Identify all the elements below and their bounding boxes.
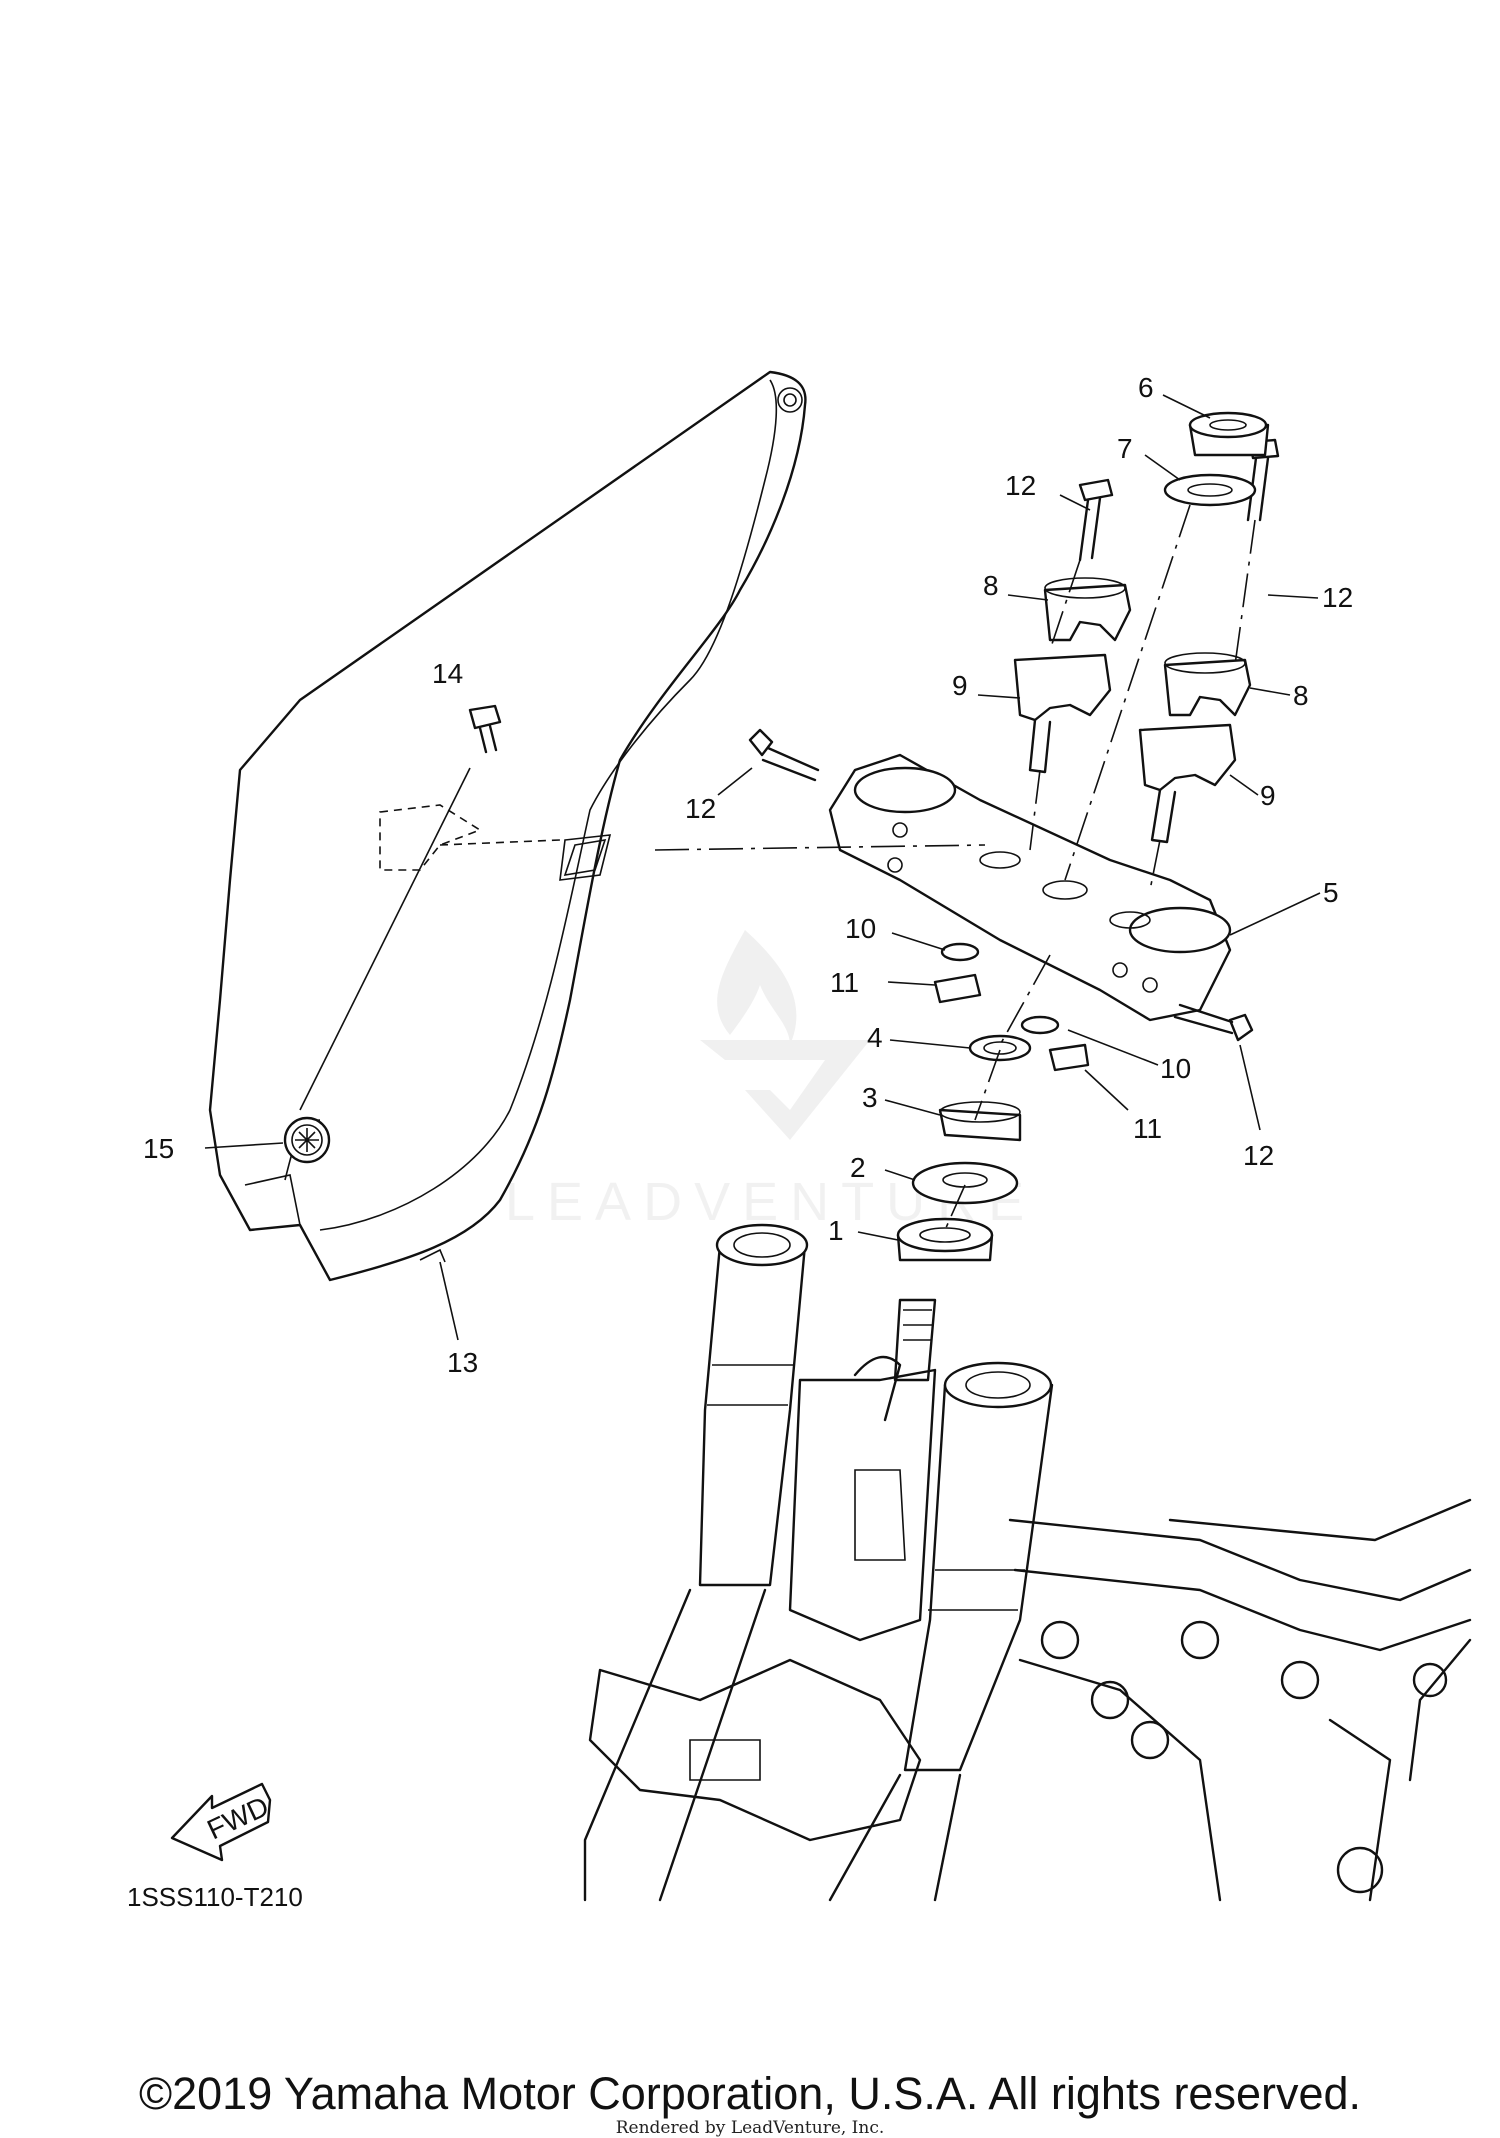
callout-11-left: 11 [830, 967, 859, 998]
callout-12-right: 12 [1322, 582, 1353, 613]
frame-and-forks [583, 1223, 1472, 1902]
washer-7 [1163, 473, 1257, 507]
washer-10-left [940, 942, 980, 962]
bolt-12-left [748, 728, 820, 782]
bearing-cover-2 [911, 1161, 1019, 1205]
callout-7: 7 [1117, 433, 1133, 464]
bolt-14 [299, 704, 502, 1111]
nut-11-right [1048, 1043, 1090, 1072]
washer-4 [968, 1034, 1032, 1062]
emblem-15 [283, 1116, 331, 1164]
callout-10-left: 10 [845, 913, 876, 944]
callout-9-upper: 9 [952, 670, 968, 701]
bolt-12-top [1078, 478, 1114, 562]
callout-1: 1 [828, 1215, 844, 1246]
upper-bracket-5 [828, 753, 1232, 1022]
handlebar-holder-9-upper [1013, 653, 1112, 774]
handlebar-holder-8-lower [1163, 652, 1252, 717]
callout-12-top: 12 [1005, 470, 1036, 501]
handlebar-holder-9-lower [1138, 723, 1237, 844]
callout-2: 2 [850, 1152, 866, 1183]
nut-11-left [933, 973, 982, 1004]
callout-14: 14 [432, 658, 463, 689]
assembly-centerlines [654, 504, 1256, 1231]
callout-3: 3 [862, 1082, 878, 1113]
bearing-1 [896, 1217, 994, 1262]
diagram-code: 1SSS110-T210 [127, 1882, 303, 1912]
callout-12-bottom: 12 [1243, 1140, 1274, 1171]
rendered-by-credit: Rendered by LeadVenture, Inc. [615, 2118, 885, 2138]
callout-labels: 6 7 12 12 8 8 9 9 12 5 10 11 10 11 12 4 … [143, 372, 1353, 1378]
nut-6 [1188, 411, 1270, 457]
callout-5: 5 [1323, 877, 1339, 908]
callout-12-left: 12 [685, 793, 716, 824]
handlebar-holder-8-upper [1043, 577, 1132, 642]
bolt-12-right-bottom [1173, 1003, 1254, 1042]
callout-8-upper: 8 [983, 570, 999, 601]
callout-6: 6 [1138, 372, 1154, 403]
ring-nut-3 [938, 1101, 1022, 1142]
leader-lines [204, 394, 1321, 1341]
callout-15: 15 [143, 1133, 174, 1164]
callout-8-lower: 8 [1293, 680, 1309, 711]
callout-11-right: 11 [1133, 1113, 1162, 1144]
callout-9-lower: 9 [1260, 780, 1276, 811]
callout-4: 4 [867, 1022, 883, 1053]
copyright-notice: ©2019 Yamaha Motor Corporation, U.S.A. A… [138, 2068, 1362, 2119]
callout-10-right: 10 [1160, 1053, 1191, 1084]
callout-13: 13 [447, 1347, 478, 1378]
fwd-arrow-icon: FWD [170, 1782, 273, 1862]
washer-10-right [1020, 1015, 1060, 1035]
